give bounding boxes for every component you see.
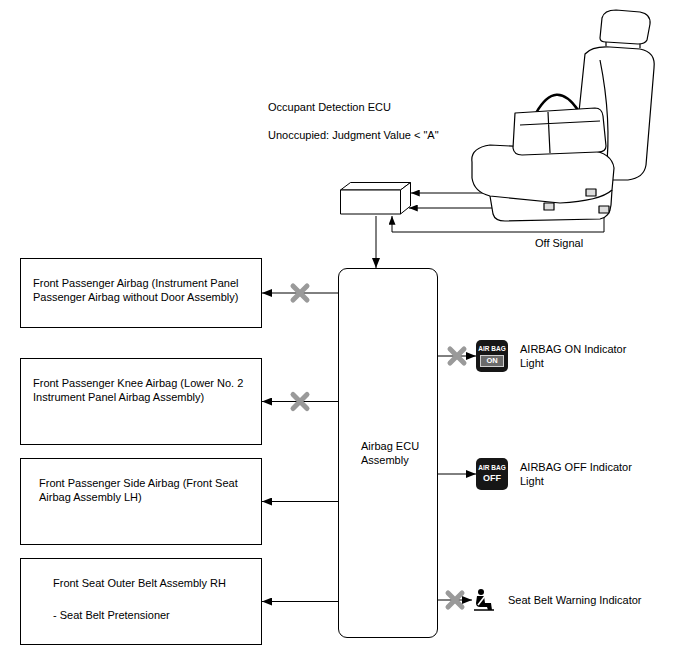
icon-state: OFF	[483, 474, 501, 483]
ecu-name: Airbag ECU Assembly	[347, 439, 429, 467]
signal-arrow	[262, 601, 338, 602]
component-box: Front Passenger Side Airbag (Front Seat …	[20, 458, 262, 545]
judgment-note: Unoccupied: Judgment Value < "A"	[268, 128, 488, 142]
indicator-light: AIR BAG ON AIRBAG ON Indicator Light	[476, 340, 648, 372]
blocked-cross	[293, 286, 307, 300]
component-name: Front Seat Outer Belt Assembly RH	[53, 576, 251, 590]
blocked-cross	[448, 593, 462, 607]
figure-head	[478, 589, 484, 595]
component-name: Front Passenger Knee Airbag (Lower No. 2…	[33, 376, 251, 404]
component-box: Front Passenger Knee Airbag (Lower No. 2…	[20, 358, 262, 445]
component-box: Front Seat Outer Belt Assembly RH - Seat …	[20, 558, 262, 645]
ecu-housing	[340, 182, 412, 216]
ecu-name: Occupant Detection ECU	[268, 100, 488, 114]
component-name: Front Passenger Side Airbag (Front Seat …	[39, 476, 251, 504]
ecu-top	[341, 183, 411, 191]
blocked-cross	[450, 349, 464, 363]
cross-mark	[448, 593, 462, 607]
indicator-light: Seat Belt Warning Indicator	[472, 588, 642, 612]
blocked-cross	[293, 395, 307, 409]
signal-arrow	[438, 474, 476, 475]
ecu-front	[341, 190, 401, 214]
seat-line	[474, 609, 494, 611]
figure-body	[476, 596, 492, 610]
occupant-sensor	[586, 189, 596, 196]
indicator-name: Seat Belt Warning Indicator	[508, 593, 642, 607]
bag	[513, 108, 606, 155]
ecu-unit: Occupant Detection ECU Unoccupied: Judgme…	[268, 98, 488, 216]
signal-label: Off Signal	[533, 236, 585, 250]
belt-strap	[478, 596, 485, 605]
component-sub-part: - Seat Belt Pretensioner	[53, 608, 251, 622]
bag-seam	[520, 112, 600, 153]
cross-mark	[293, 286, 307, 300]
headrest	[600, 10, 650, 44]
occupant-sensor	[599, 206, 609, 213]
signal-arrow	[262, 501, 338, 502]
ecu-side	[401, 183, 411, 215]
icon-state: ON	[480, 355, 503, 367]
icon-text: AIR BAG	[478, 346, 505, 353]
ecu-box: Airbag ECU Assembly	[338, 268, 438, 638]
signal-arrow	[376, 216, 377, 268]
passenger-seat	[472, 10, 654, 221]
cross-mark	[450, 349, 464, 363]
seat-belt-icon	[472, 588, 496, 612]
component-name: Front Passenger Airbag (Instrument Panel…	[33, 276, 251, 304]
cross-mark	[293, 395, 307, 409]
indicator-light: AIR BAG OFF AIRBAG OFF Indicator Light	[476, 458, 648, 490]
component-box: Front Passenger Airbag (Instrument Panel…	[20, 258, 262, 328]
airbag-icon: AIR BAG OFF	[476, 458, 508, 490]
airbag-icon: AIR BAG ON	[476, 340, 508, 372]
occupant-sensor	[544, 203, 554, 210]
seat-belt-symbol	[472, 588, 496, 612]
indicator-name: AIRBAG OFF Indicator Light	[520, 460, 648, 488]
indicator-name: AIRBAG ON Indicator Light	[520, 342, 648, 370]
icon-text: AIR BAG	[478, 465, 505, 472]
